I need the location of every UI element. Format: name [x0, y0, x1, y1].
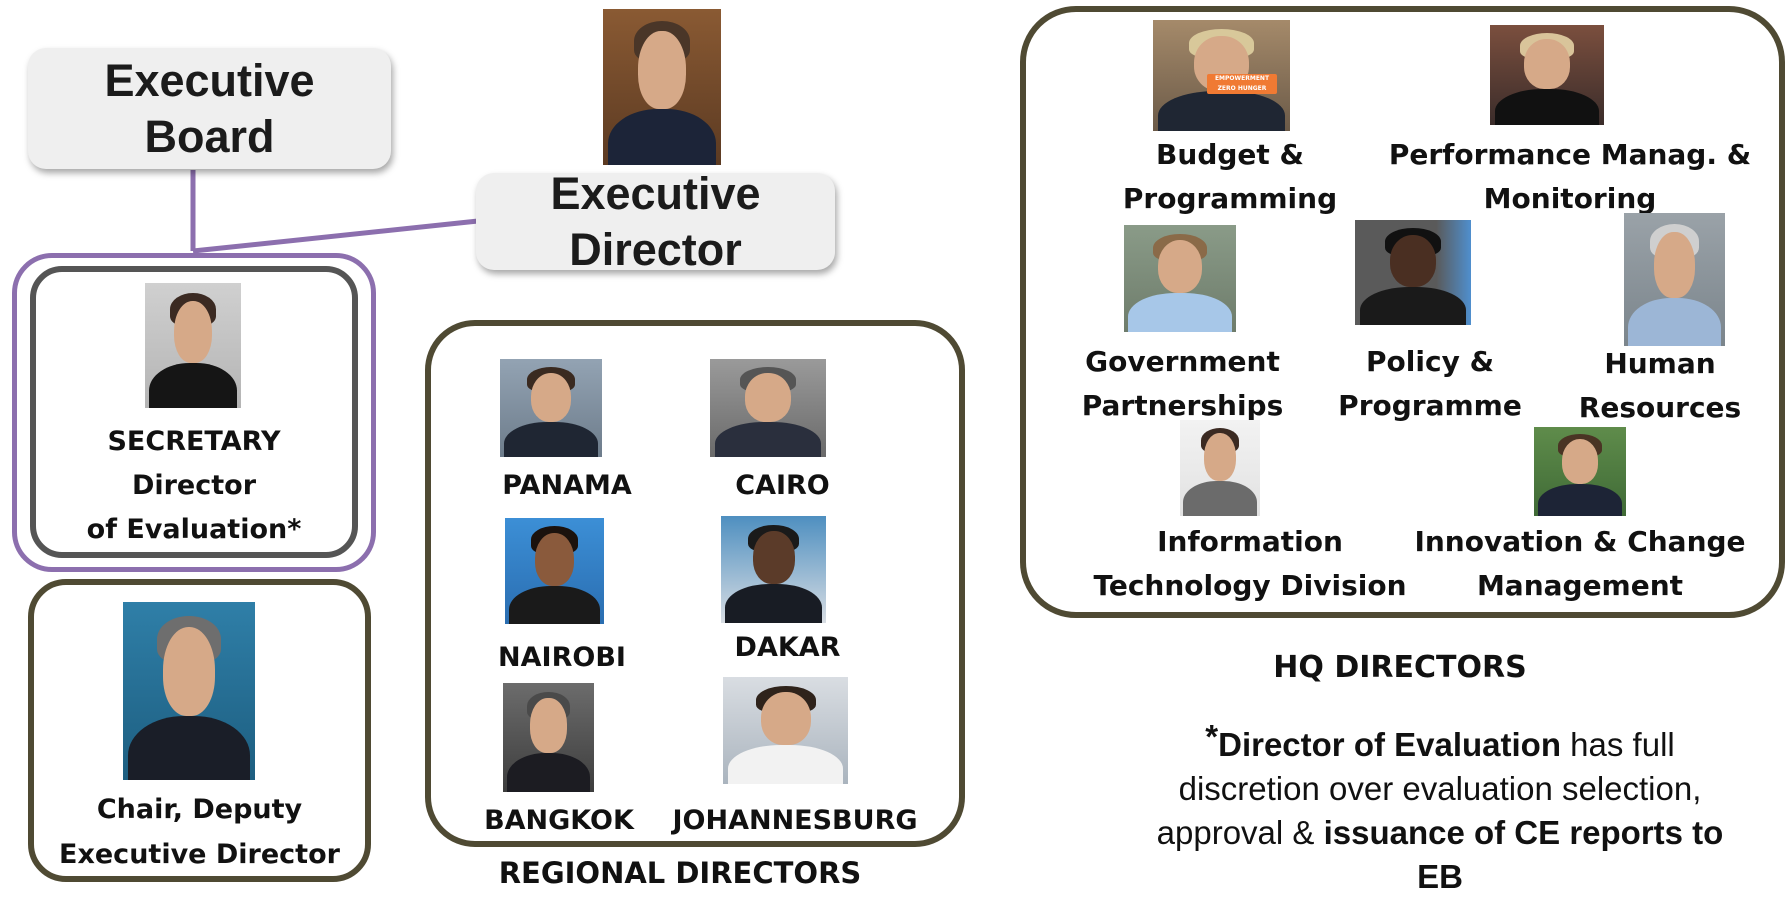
human-resources-line2: Resources [1578, 391, 1742, 424]
panama-label: PANAMA [502, 470, 632, 501]
nairobi-photo [505, 518, 604, 624]
executive-director-box: Executive Director [476, 168, 835, 275]
regional-directors-caption: REGIONAL DIRECTORS [498, 856, 862, 890]
note-bold3: issuance of CE reports to [1323, 814, 1724, 851]
government-photo [1124, 225, 1236, 332]
human-resources-photo [1624, 213, 1725, 346]
chair-label: Chair, Deputy Executive Director [28, 787, 371, 877]
policy-line1: Policy & [1366, 345, 1494, 378]
it-line1: Information [1157, 525, 1343, 558]
secretary-line3: of Evaluation* [86, 514, 302, 545]
innovation-label: Innovation & Change Management [1405, 520, 1755, 608]
panama-photo [500, 359, 602, 457]
johannesburg-photo [723, 677, 848, 784]
budget-line1: Budget & [1156, 138, 1304, 171]
innovation-line1: Innovation & Change [1414, 525, 1746, 558]
it-line2: Technology Division [1093, 569, 1407, 602]
budget-photo: EMPOWERMENT ZERO HUNGER [1153, 20, 1290, 131]
note-star: * [1205, 718, 1219, 755]
dakar-photo [721, 516, 826, 623]
hq-directors-frame [1020, 6, 1785, 618]
director-connector-line [192, 218, 479, 254]
policy-line2: Programme [1338, 389, 1522, 422]
dakar-label: DAKAR [734, 632, 841, 663]
it-label: Information Technology Division [1085, 520, 1415, 608]
note-text1: has full [1561, 726, 1675, 763]
policy-photo [1355, 220, 1471, 325]
executive-board-box: Executive Board [28, 48, 391, 169]
note-line2: discretion over evaluation selection, [1178, 770, 1702, 807]
budget-label: Budget & Programming [1110, 133, 1350, 221]
note-line3: approval & issuance of CE reports to [1095, 811, 1785, 855]
innovation-line2: Management [1476, 569, 1684, 602]
performance-line1: Performance Manag. & [1388, 138, 1752, 171]
budget-line2: Programming [1122, 182, 1338, 215]
empowerment-badge: EMPOWERMENT ZERO HUNGER [1207, 74, 1277, 94]
human-resources-line1: Human [1604, 347, 1716, 380]
cairo-label: CAIRO [735, 470, 830, 501]
innovation-photo [1534, 427, 1626, 516]
cairo-photo [710, 359, 826, 457]
note-bold4: EB [1417, 858, 1463, 895]
bangkok-label: BANGKOK [484, 805, 634, 836]
secretary-label: SECRETARY Director of Evaluation* [30, 420, 358, 552]
chair-line1: Chair, Deputy [96, 794, 303, 825]
performance-label: Performance Manag. & Monitoring [1385, 133, 1755, 221]
note-line4: EB [1095, 855, 1785, 899]
note-text3: approval & [1156, 814, 1324, 851]
note-line1: *Director of Evaluation has full [1095, 715, 1785, 767]
chair-photo [123, 602, 255, 780]
johannesburg-label: JOHANNESBURG [672, 805, 918, 836]
regional-directors-frame [425, 320, 965, 847]
policy-label: Policy & Programme [1325, 340, 1535, 428]
secretary-outer-frame [12, 253, 376, 572]
chair-line2: Executive Director [59, 839, 340, 870]
executive-board-line1: Executive [104, 54, 315, 106]
human-resources-label: Human Resources [1560, 342, 1760, 430]
evaluation-note: *Director of Evaluation has full discret… [1095, 715, 1785, 899]
government-line1: Government [1085, 345, 1280, 378]
performance-line2: Monitoring [1483, 182, 1657, 215]
hq-directors-caption: HQ DIRECTORS [1273, 650, 1527, 685]
bangkok-photo [503, 683, 594, 792]
secretary-inner-frame [30, 266, 358, 558]
secretary-line1: SECRETARY [107, 426, 281, 457]
performance-photo [1490, 25, 1604, 125]
executive-director-line2: Director [569, 223, 742, 275]
government-label: Government Partnerships [1065, 340, 1300, 428]
executive-director-photo [603, 9, 721, 165]
nairobi-label: NAIROBI [498, 642, 626, 673]
note-bold1: Director of Evaluation [1218, 726, 1561, 763]
chair-frame [28, 579, 371, 882]
it-photo [1180, 420, 1260, 516]
executive-director-line1: Executive [550, 167, 761, 219]
government-line2: Partnerships [1081, 389, 1284, 422]
secretary-photo [145, 283, 241, 408]
executive-board-line2: Board [144, 110, 275, 162]
secretary-line2: Director [131, 470, 257, 501]
